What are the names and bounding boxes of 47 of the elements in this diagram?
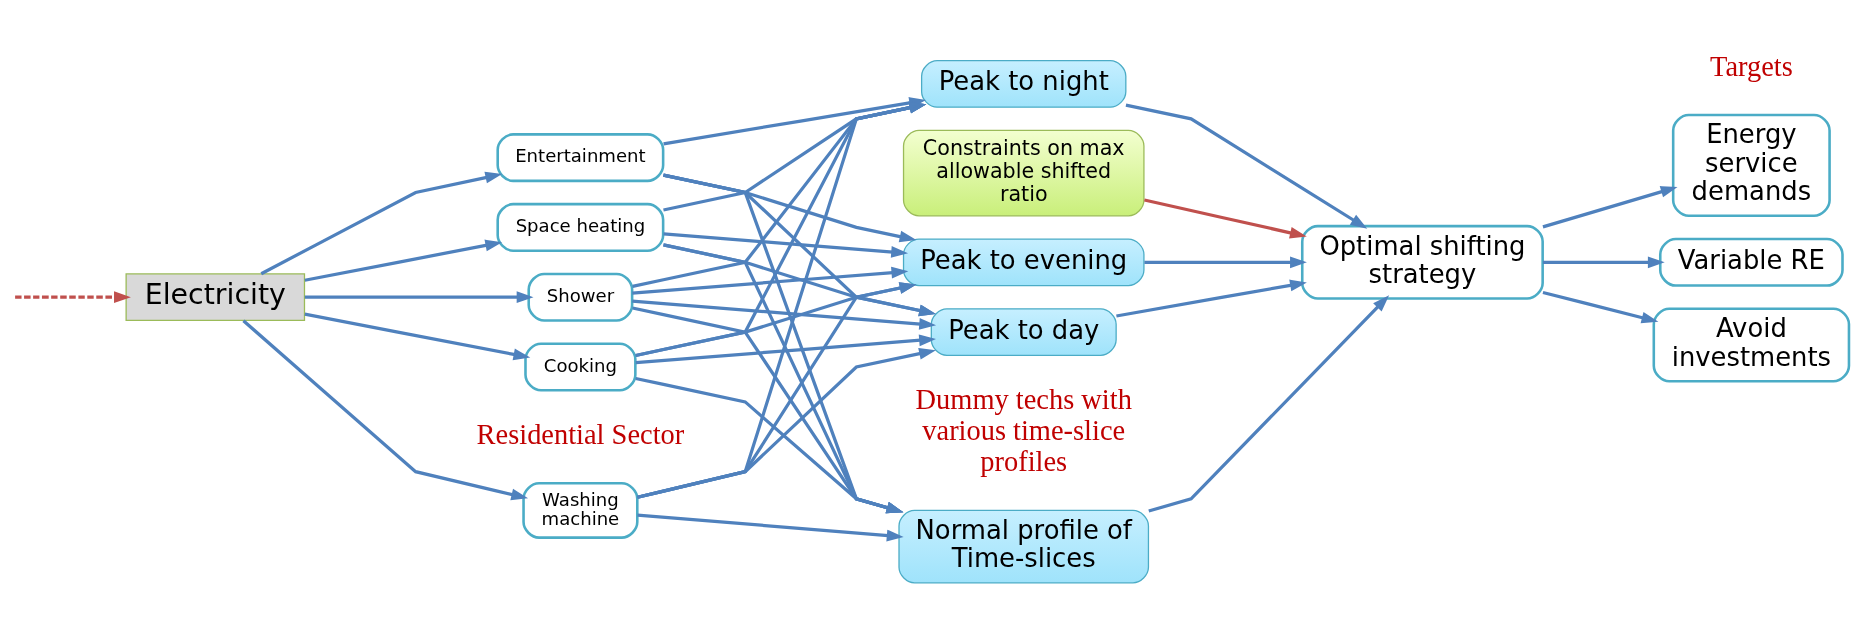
arrow bbox=[15, 290, 131, 303]
node-box: Variable RE bbox=[1658, 237, 1844, 287]
arrow bbox=[663, 242, 936, 316]
node-box: Energy service demands bbox=[1671, 113, 1831, 217]
arrow bbox=[632, 101, 927, 288]
arrow bbox=[635, 101, 927, 357]
arrow bbox=[1116, 279, 1307, 318]
arrow bbox=[304, 312, 531, 360]
arrow bbox=[304, 239, 503, 282]
arrow bbox=[635, 281, 917, 357]
label: Residential Sector bbox=[476, 418, 685, 450]
node-box: Avoid investments bbox=[1652, 307, 1851, 382]
arrow bbox=[1125, 103, 1368, 229]
node-box: Entertainment bbox=[496, 132, 665, 182]
node-box: Space heating bbox=[496, 202, 665, 252]
arrow bbox=[637, 347, 936, 499]
node-box: Shower bbox=[527, 272, 634, 322]
node-box: Optimal shifting strategy bbox=[1300, 224, 1544, 300]
node-box: Normal profile of Time-slices bbox=[898, 509, 1150, 583]
arrow bbox=[632, 299, 937, 330]
arrow bbox=[635, 333, 936, 364]
label: Dummy techs with various time-slice profiles bbox=[915, 383, 1132, 477]
node-box: Constraints on max allowable shifted ratio bbox=[902, 129, 1145, 216]
node-box: Electricity bbox=[125, 272, 306, 321]
arrow bbox=[1144, 255, 1307, 268]
node-box: Washing machine bbox=[522, 481, 639, 539]
arrow bbox=[663, 231, 909, 258]
arrow bbox=[637, 101, 927, 499]
arrow bbox=[1144, 197, 1307, 239]
node-box: Cooking bbox=[524, 341, 637, 392]
arrow bbox=[242, 319, 529, 500]
arrow bbox=[637, 512, 904, 541]
arrow bbox=[1148, 294, 1390, 513]
node-box: Peak to day bbox=[930, 307, 1117, 356]
arrow bbox=[1542, 185, 1678, 228]
arrow bbox=[663, 101, 927, 212]
arrow bbox=[663, 173, 936, 316]
node-box: Peak to evening bbox=[902, 237, 1145, 286]
arrow bbox=[632, 266, 909, 295]
arrow bbox=[1542, 255, 1665, 268]
arrow bbox=[304, 290, 534, 303]
node-box: Peak to night bbox=[921, 59, 1127, 108]
arrow bbox=[260, 171, 503, 275]
label: Targets bbox=[1710, 50, 1793, 82]
arrow bbox=[632, 305, 904, 513]
arrow bbox=[635, 376, 904, 513]
arrow bbox=[1542, 290, 1659, 323]
